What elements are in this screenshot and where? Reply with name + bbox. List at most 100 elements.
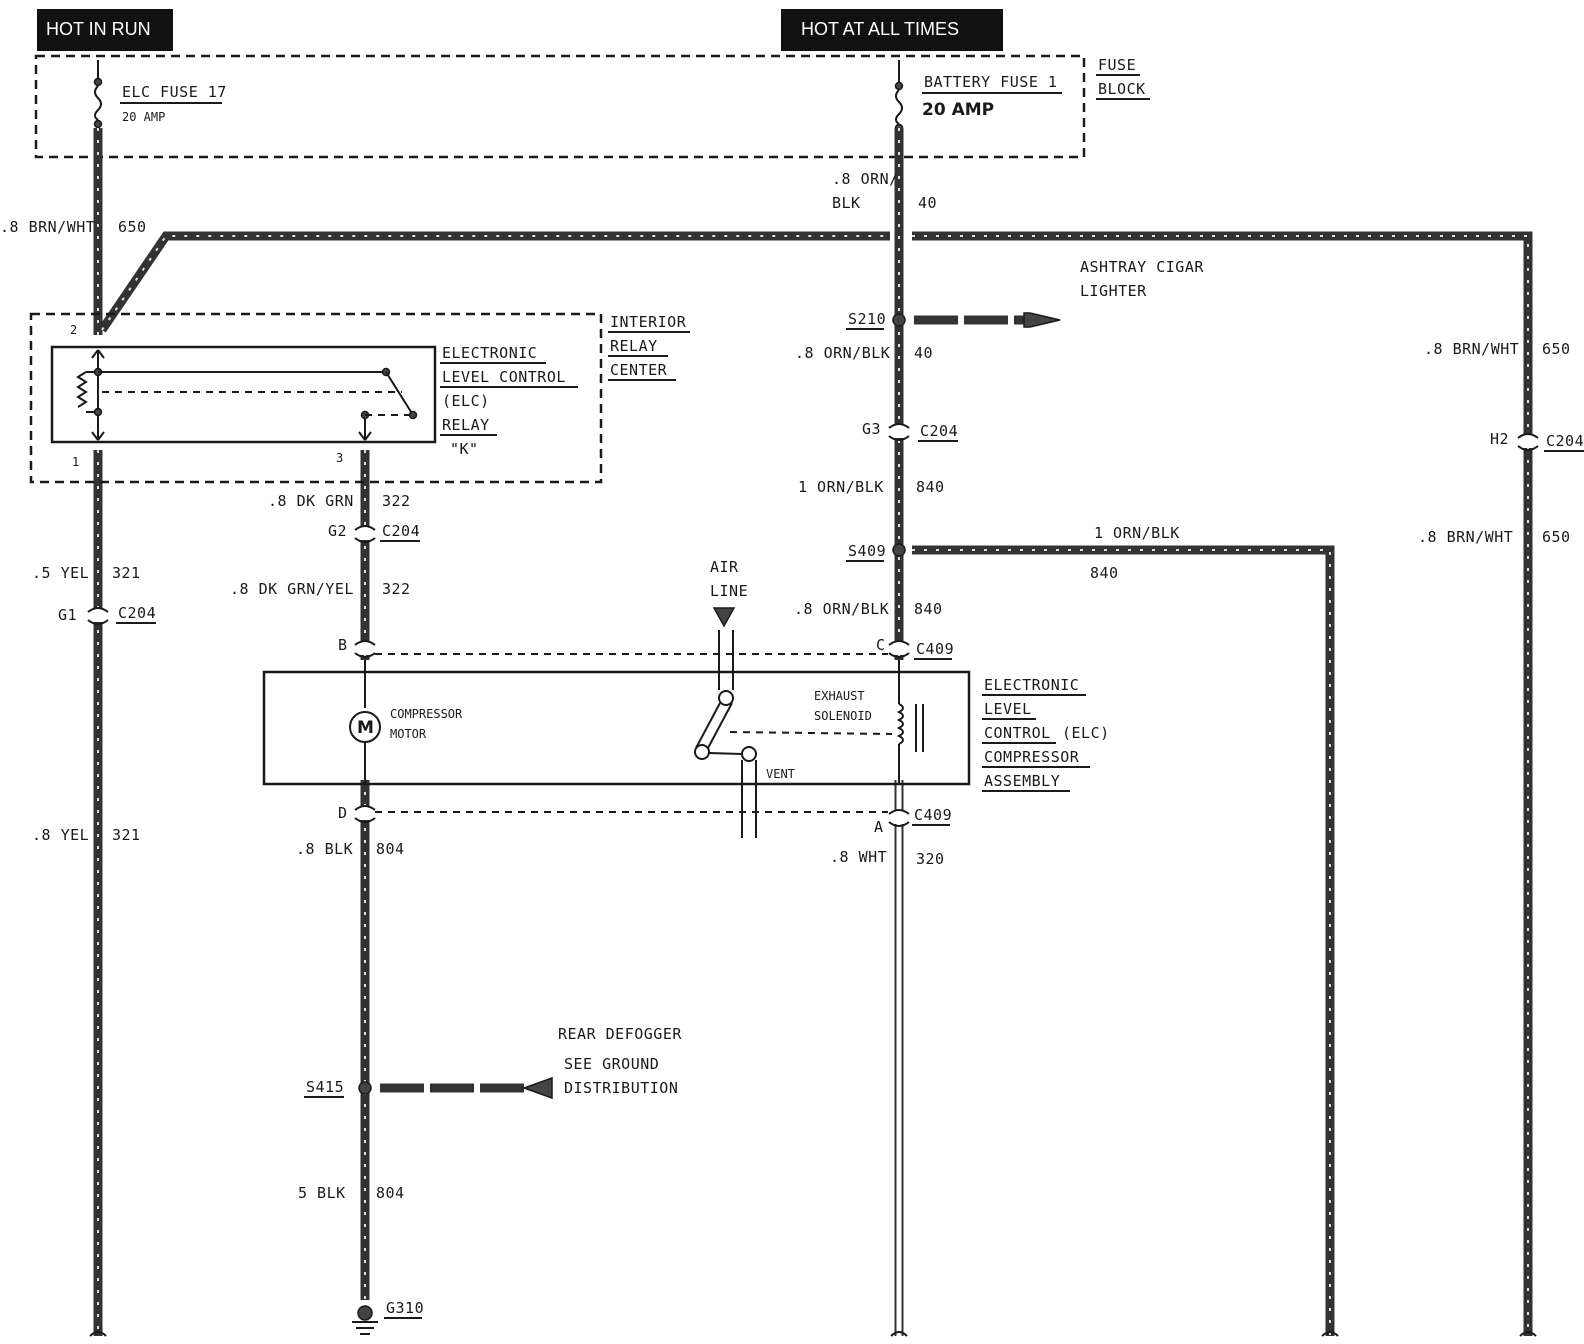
w40-top-color-2: BLK [832, 194, 861, 212]
compressor-title-3b: (ELC) [1062, 724, 1110, 742]
w322-color: .8 DK GRN [268, 492, 354, 510]
header-hot-in-run: HOT IN RUN [37, 9, 173, 51]
compressor-title-5: ASSEMBLY [984, 772, 1060, 790]
w321-num: 321 [112, 564, 141, 582]
g2-label: G2 [328, 522, 347, 540]
air-line-valve: VENT [694, 630, 893, 838]
elc-fuse-17: ELC FUSE 17 20 AMP [93, 60, 227, 129]
w804-num: 804 [376, 840, 405, 858]
h2-connector: C204 [1546, 432, 1584, 450]
w650-left-num: 650 [118, 218, 147, 236]
wire-320-white [890, 780, 908, 1337]
relay-line-2: LEVEL CONTROL [442, 368, 566, 386]
splice-s415: S415 [304, 1076, 553, 1100]
w40-mid-num: 40 [914, 344, 933, 362]
w321b-color: .8 YEL [32, 826, 89, 844]
w840-color: 1 ORN/BLK [798, 478, 884, 496]
s409-label: S409 [848, 542, 886, 560]
exhaust-line-1: EXHAUST [814, 689, 865, 703]
g3-label: G3 [862, 420, 881, 438]
compressor-title-4: COMPRESSOR [984, 748, 1080, 766]
compressor-title-3: CONTROL [984, 724, 1051, 742]
w840-branch-num: 840 [1090, 564, 1119, 582]
airline-line-1: AIR [710, 558, 739, 576]
c409-bot: C409 [914, 806, 952, 824]
d-label: D [338, 804, 348, 822]
fuse-block: FUSE BLOCK ELC FUSE 17 20 AMP BATTERY FU… [34, 54, 1150, 159]
see-ground-line-2: DISTRIBUTION [564, 1079, 678, 1097]
hot-at-all-times-label: HOT AT ALL TIMES [801, 19, 959, 39]
g2-connector: C204 [382, 522, 420, 540]
splice-s210: S210 [846, 310, 1061, 330]
w322b-num: 322 [382, 580, 411, 598]
connectors: G1 C204 G2 C204 G3 C204 H2 C2 [58, 420, 1584, 836]
w40-mid-color: .8 ORN/BLK [795, 344, 890, 362]
battery-fuse-label: BATTERY FUSE 1 [924, 73, 1057, 91]
connector-g1: G1 C204 [58, 604, 156, 625]
relay-line-3: (ELC) [442, 392, 490, 410]
relay-center-line-3: CENTER [610, 361, 668, 379]
relay-center-line-1: INTERIOR [610, 313, 687, 331]
w650-right2-num: 650 [1542, 528, 1571, 546]
w322-num: 322 [382, 492, 411, 510]
w322b-color: .8 DK GRN/YEL [230, 580, 354, 598]
wire-left-650-321 [89, 128, 107, 1337]
w840-low-color: .8 ORN/BLK [794, 600, 889, 618]
elc-fuse-amp: 20 AMP [122, 110, 165, 124]
w650-right-color: .8 BRN/WHT [1424, 340, 1519, 358]
wire-bus-650 [98, 231, 1537, 1337]
g1-connector: C204 [118, 604, 156, 622]
connector-b: B [338, 636, 376, 658]
relay-line-4: RELAY [442, 416, 490, 434]
see-ground-line-1: SEE GROUND [564, 1055, 659, 1073]
h2-label: H2 [1490, 430, 1509, 448]
fuse-block-label-2: BLOCK [1098, 80, 1146, 98]
w650-left-color: .8 BRN/WHT [0, 218, 95, 236]
header-hot-at-all-times: HOT AT ALL TIMES [781, 9, 1003, 51]
w321-color: .5 YEL [32, 564, 89, 582]
wire-labels: .8 BRN/WHT 650 .8 ORN/ BLK 40 .8 ORN/BLK… [0, 170, 1571, 1202]
ashtray-line-1: ASHTRAY CIGAR [1080, 258, 1204, 276]
battery-fuse-1: BATTERY FUSE 1 20 AMP [894, 60, 1062, 133]
connector-d: D [338, 804, 376, 823]
w650-right-num: 650 [1542, 340, 1571, 358]
w40-top-num: 40 [918, 194, 937, 212]
exhaust-line-2: SOLENOID [814, 709, 872, 723]
airline-arrow-icon [712, 607, 736, 628]
s210-label: S210 [848, 310, 886, 328]
hot-in-run-label: HOT IN RUN [46, 19, 151, 39]
rear-defogger-label: REAR DEFOGGER [558, 1025, 682, 1043]
callouts: ASHTRAY CIGAR LIGHTER AIR LINE REAR DEFO… [558, 258, 1204, 1097]
relay-center-line-2: RELAY [610, 337, 658, 355]
relay-pin-2: 2 [70, 323, 77, 337]
elc-fuse-label: ELC FUSE 17 [122, 83, 227, 101]
g310-label: G310 [386, 1299, 424, 1317]
motor-line-2: MOTOR [390, 727, 427, 741]
w320-num: 320 [916, 850, 945, 868]
connector-h2: H2 C204 [1490, 430, 1584, 452]
a-label: A [874, 818, 884, 836]
compressor-assembly: M COMPRESSOR MOTOR VENT EXH [262, 630, 1110, 838]
connector-g2: G2 C204 [328, 522, 420, 543]
exhaust-solenoid: EXHAUST SOLENOID [814, 660, 924, 784]
ground-g310: G310 [352, 1299, 424, 1335]
relay-pin-1: 1 [72, 455, 79, 469]
interior-relay-center: INTERIOR RELAY CENTER ELE [29, 312, 690, 484]
relay-line-1: ELECTRONIC [442, 344, 537, 362]
w804b-num: 804 [376, 1184, 405, 1202]
w840-low-num: 840 [914, 600, 943, 618]
compressor-title-2: LEVEL [984, 700, 1032, 718]
connector-g3: G3 C204 [862, 420, 958, 442]
compressor-title-1: ELECTRONIC [984, 676, 1079, 694]
splice-s409: S409 [846, 542, 906, 562]
w804-color: .8 BLK [296, 840, 353, 858]
c-label: C [876, 636, 886, 654]
w320-color: .8 WHT [830, 848, 887, 866]
connector-c: C C409 [876, 636, 954, 660]
g1-label: G1 [58, 606, 77, 624]
relay-line-5: "K" [450, 440, 479, 458]
battery-fuse-amp: 20 AMP [922, 100, 994, 120]
b-label: B [338, 636, 348, 654]
w40-top-color-1: .8 ORN/ [832, 170, 899, 188]
